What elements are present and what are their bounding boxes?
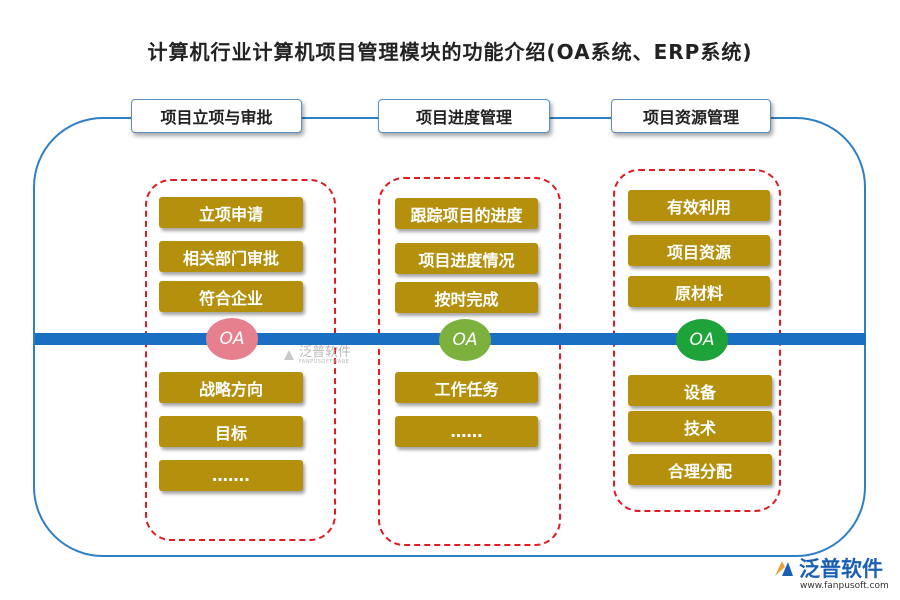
- item-resource-4: 设备: [628, 375, 772, 406]
- header-progress-management: 项目进度管理: [378, 99, 550, 133]
- brand-logo-url: www.fanpusoft.com: [800, 581, 889, 591]
- item-resource-1: 有效利用: [628, 190, 770, 221]
- item-progress-2: 项目进度情况: [395, 243, 538, 274]
- watermark: 泛普软件 FANPUSOFTWARE: [282, 346, 351, 365]
- item-resource-3: 原材料: [628, 276, 770, 307]
- item-progress-5: ……: [395, 416, 538, 447]
- group-approval: [145, 179, 336, 541]
- item-approval-5: 目标: [159, 416, 303, 447]
- page-title: 计算机行业计算机项目管理模块的功能介绍(OA系统、ERP系统): [147, 40, 753, 64]
- oa-node-progress: OA: [439, 319, 491, 361]
- brand-logo: 泛普软件 www.fanpusoft.com: [772, 553, 889, 591]
- item-progress-4: 工作任务: [395, 372, 538, 403]
- item-progress-1: 跟踪项目的进度: [395, 198, 538, 229]
- watermark-sub: FANPUSOFTWARE: [299, 358, 350, 365]
- item-approval-4: 战略方向: [159, 372, 303, 403]
- brand-logo-text: 泛普软件: [799, 557, 883, 581]
- group-progress: [378, 177, 561, 546]
- header-resource-management: 项目资源管理: [611, 99, 771, 133]
- item-resource-6: 合理分配: [628, 454, 772, 485]
- item-approval-2: 相关部门审批: [159, 241, 303, 272]
- item-resource-5: 技术: [628, 411, 772, 442]
- item-progress-3: 按时完成: [395, 282, 538, 313]
- header-project-approval: 项目立项与审批: [131, 99, 302, 133]
- watermark-logo-icon: [282, 348, 296, 362]
- brand-logo-icon: [772, 556, 796, 580]
- oa-node-resource: OA: [676, 319, 728, 361]
- watermark-brand: 泛普软件: [299, 345, 352, 360]
- oa-node-approval: OA: [206, 318, 258, 360]
- item-approval-6: …….: [159, 460, 303, 491]
- item-resource-2: 项目资源: [628, 235, 770, 266]
- item-approval-1: 立项申请: [159, 197, 303, 228]
- item-approval-3: 符合企业: [159, 281, 303, 312]
